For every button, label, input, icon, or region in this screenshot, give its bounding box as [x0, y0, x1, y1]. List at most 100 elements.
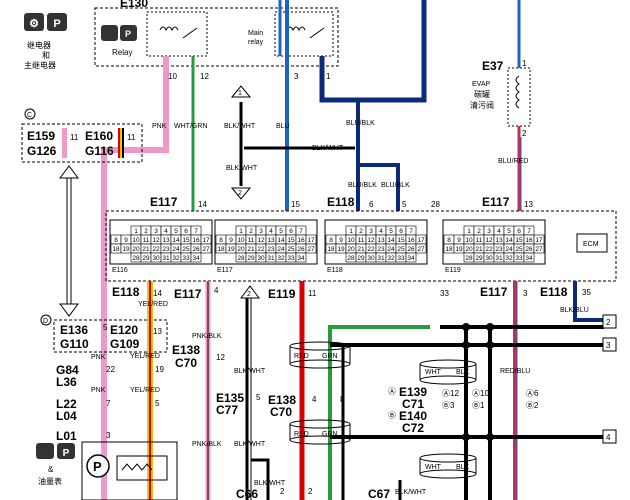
- ecm-pin: 34: [407, 255, 415, 262]
- ecm-pin: 7: [299, 228, 303, 235]
- ecm-pin: 33: [397, 255, 405, 262]
- wire-label-blk-wht-5: BLK/WHT: [234, 441, 266, 448]
- svg-text:WHT: WHT: [425, 464, 442, 471]
- svg-text:BLK: BLK: [456, 369, 470, 376]
- ecm-label-box: [576, 233, 608, 253]
- ecm-pin: 34: [297, 255, 305, 262]
- ecm-pin: 14: [277, 237, 285, 244]
- ecm-pin: 10: [237, 237, 245, 244]
- ecm-pin: 29: [142, 255, 150, 262]
- ecm-pin: 28: [465, 255, 473, 262]
- wire-label-blk-wht-2: BLK/WHT: [226, 165, 258, 172]
- ecm-pin: 15: [287, 237, 295, 244]
- wire-label-blu-red: BLU/RED: [498, 158, 528, 165]
- ecm-pin: 5: [389, 228, 393, 235]
- svg-text:G126: G126: [27, 144, 57, 158]
- ecm-pin: 22: [367, 246, 375, 253]
- ecm-connector-name: E116: [112, 267, 128, 274]
- svg-text:P: P: [53, 18, 60, 30]
- ecm-connector-name: E118: [327, 267, 343, 274]
- svg-text:G109: G109: [110, 337, 140, 351]
- relay-icon: ⚙ P: [24, 13, 67, 31]
- lower-pin-4: 4: [214, 286, 219, 295]
- ecm-pin: 12: [257, 237, 265, 244]
- ecm-pin: 30: [152, 255, 160, 262]
- svg-text:P: P: [93, 459, 102, 474]
- ecm-pin: 30: [485, 255, 493, 262]
- wire-label-blk-wht-1: BLK/WHT: [224, 123, 256, 130]
- ecm-pin-6: 6: [369, 200, 374, 209]
- ecm-pin: 23: [162, 246, 170, 253]
- svg-text:11: 11: [127, 133, 136, 142]
- ecm-pin: 7: [409, 228, 413, 235]
- ecm-pin: 4: [269, 228, 273, 235]
- ecm-pin: 26: [525, 246, 533, 253]
- ecm-pin: 4: [379, 228, 383, 235]
- ecm-pin-15: 15: [291, 200, 300, 209]
- ecm-pin: 22: [257, 246, 265, 253]
- relay-box-icon: P: [101, 25, 137, 41]
- svg-text:E159: E159: [27, 129, 55, 143]
- lower-e117-right: E117: [480, 285, 508, 299]
- ecm-pin: 30: [367, 255, 375, 262]
- wire-label-pnk-3: PNK: [91, 387, 106, 394]
- ecm-pin: 1: [467, 228, 471, 235]
- ecm-pin: 16: [525, 237, 533, 244]
- svg-text:WHT: WHT: [425, 369, 442, 376]
- svg-text:BLK: BLK: [456, 464, 470, 471]
- ecm-connector-name: E119: [445, 267, 461, 274]
- ecm-pin: 21: [475, 246, 483, 253]
- ecm-pin: 9: [457, 237, 461, 244]
- ecm-pin: 6: [399, 228, 403, 235]
- ecm-pin: 14: [387, 237, 395, 244]
- ecm-pin: 11: [248, 237, 255, 244]
- ecm-pin: 19: [227, 246, 235, 253]
- wire-label-pnk-2: PNK: [91, 354, 106, 361]
- svg-text:⚙: ⚙: [29, 18, 39, 30]
- conn-e139: E139: [399, 385, 427, 399]
- ecm-pin: 2: [144, 228, 148, 235]
- pin-a12: Ⓐ12: [442, 389, 459, 398]
- ecm-pin: 5: [507, 228, 511, 235]
- evap-pin-2: 2: [522, 129, 527, 138]
- shield-1: RED GRN: [289, 341, 351, 369]
- lower-e118-left: E118: [112, 285, 140, 299]
- ecm-pin: 25: [515, 246, 523, 253]
- wire-label-yel-red-3: YEL/RED: [130, 387, 160, 394]
- ecm-pin: 13: [162, 237, 170, 244]
- relay-pin-1: 1: [326, 72, 331, 81]
- conn-l04: L04: [56, 409, 77, 423]
- ecm-pin: 19: [455, 246, 463, 253]
- ecm-pin: 23: [495, 246, 503, 253]
- pin-4-c70: 4: [312, 395, 317, 404]
- ecm-pin-13: 13: [524, 200, 533, 209]
- relay-pin-12: 12: [200, 72, 209, 81]
- ecm-pin: 1: [239, 228, 243, 235]
- ecm-pin: 1: [349, 228, 353, 235]
- ecm-pin: 33: [287, 255, 295, 262]
- ecm-pin: 2: [477, 228, 481, 235]
- svg-text:G116: G116: [85, 144, 114, 158]
- conn-e135: E135: [216, 391, 244, 405]
- ecm-pin: 31: [162, 255, 170, 262]
- lower-pin-3: 3: [523, 289, 528, 298]
- lower-e119: E119: [268, 287, 296, 301]
- conn-c71: C71: [402, 397, 424, 411]
- ecm-pin: 21: [247, 246, 255, 253]
- relay-cn-label: 继电器: [27, 40, 51, 50]
- ecm-pin: 27: [202, 246, 210, 253]
- pin-a6: Ⓐ6: [526, 389, 539, 398]
- ecm-pin: 33: [182, 255, 190, 262]
- pin-2-c66: 2: [280, 487, 285, 496]
- wire-label-blk-wht-6: BLK/WHT: [254, 480, 286, 487]
- ecm-pin: 18: [112, 246, 120, 253]
- ecm-pin: 25: [287, 246, 295, 253]
- ecm-pin: 3: [259, 228, 263, 235]
- ecm-pin: 8: [219, 237, 223, 244]
- lower-e118-right: E118: [540, 285, 568, 299]
- ecm-pin: 26: [192, 246, 200, 253]
- ecm-pin: 3: [369, 228, 373, 235]
- pin-22: 22: [106, 365, 115, 374]
- shield-3: RED GRN: [289, 419, 351, 445]
